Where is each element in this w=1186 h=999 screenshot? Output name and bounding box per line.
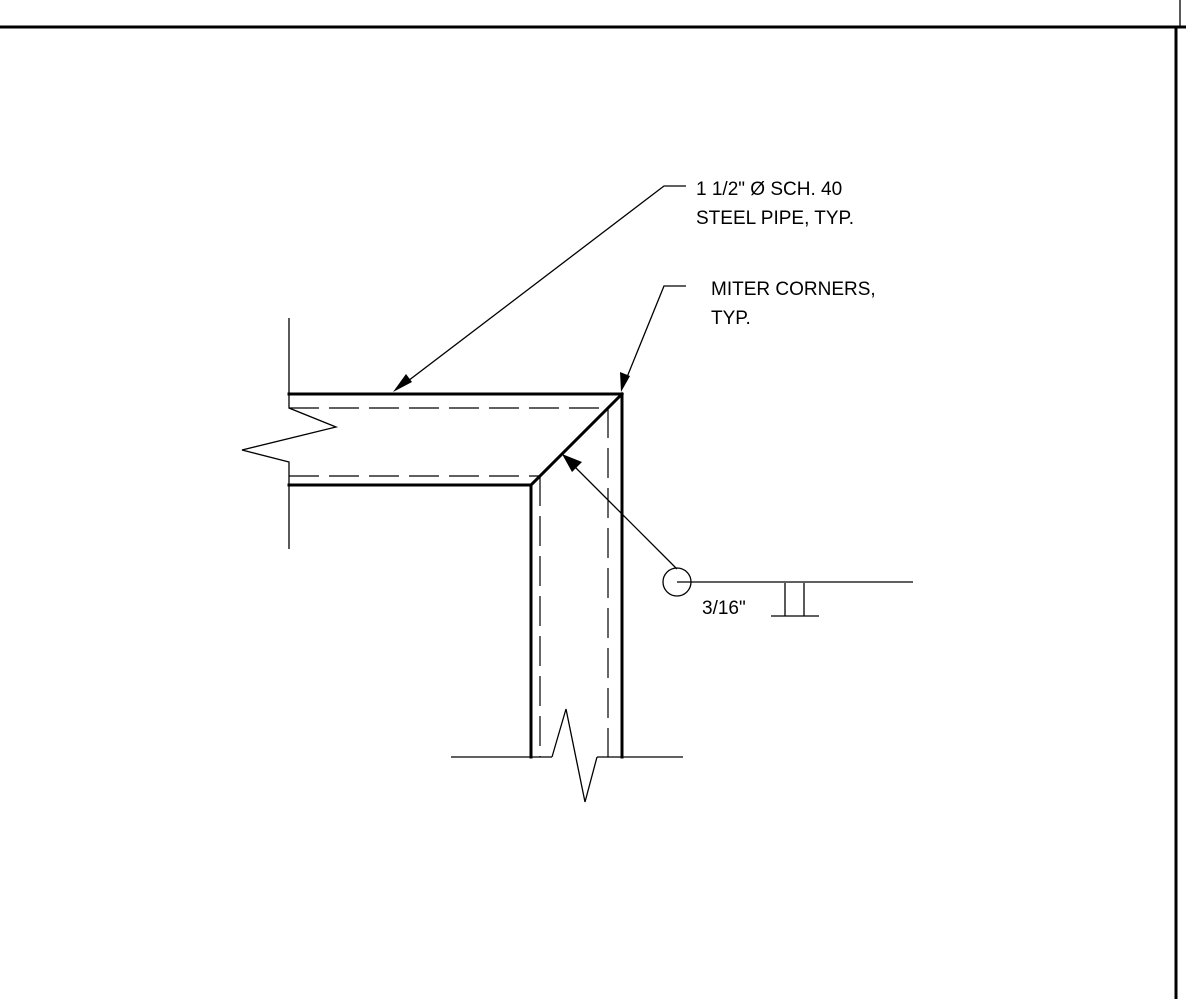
weld-arrow-line	[570, 462, 678, 570]
pipe-leader-arrowhead	[393, 374, 412, 392]
miter-note-line1: MITER CORNERS,	[711, 279, 876, 300]
pipe-note-leader	[393, 185, 686, 392]
break-zigzag	[241, 394, 339, 485]
horizontal-pipe	[287, 392, 624, 487]
weld-arrowhead	[562, 454, 582, 472]
miter-joint-line	[528, 391, 625, 488]
pipe-note-line2: STEEL PIPE, TYP.	[696, 208, 854, 229]
pipe-leader-line	[403, 185, 686, 385]
horizontal-break-symbol	[241, 318, 339, 549]
break-zigzag-vertical	[551, 708, 598, 803]
vertical-pipe	[529, 392, 624, 759]
weld-size-label: 3/16"	[702, 598, 746, 619]
pipe-note-line1: 1 1/2" Ø SCH. 40	[696, 179, 842, 200]
miter-note-leader	[620, 285, 686, 392]
miter-note-line2: TYP.	[711, 308, 751, 329]
weld-symbol	[562, 454, 913, 617]
vertical-break-symbol	[451, 708, 683, 803]
miter-leader-arrowhead	[620, 372, 630, 392]
miter-leader-line	[624, 285, 686, 383]
